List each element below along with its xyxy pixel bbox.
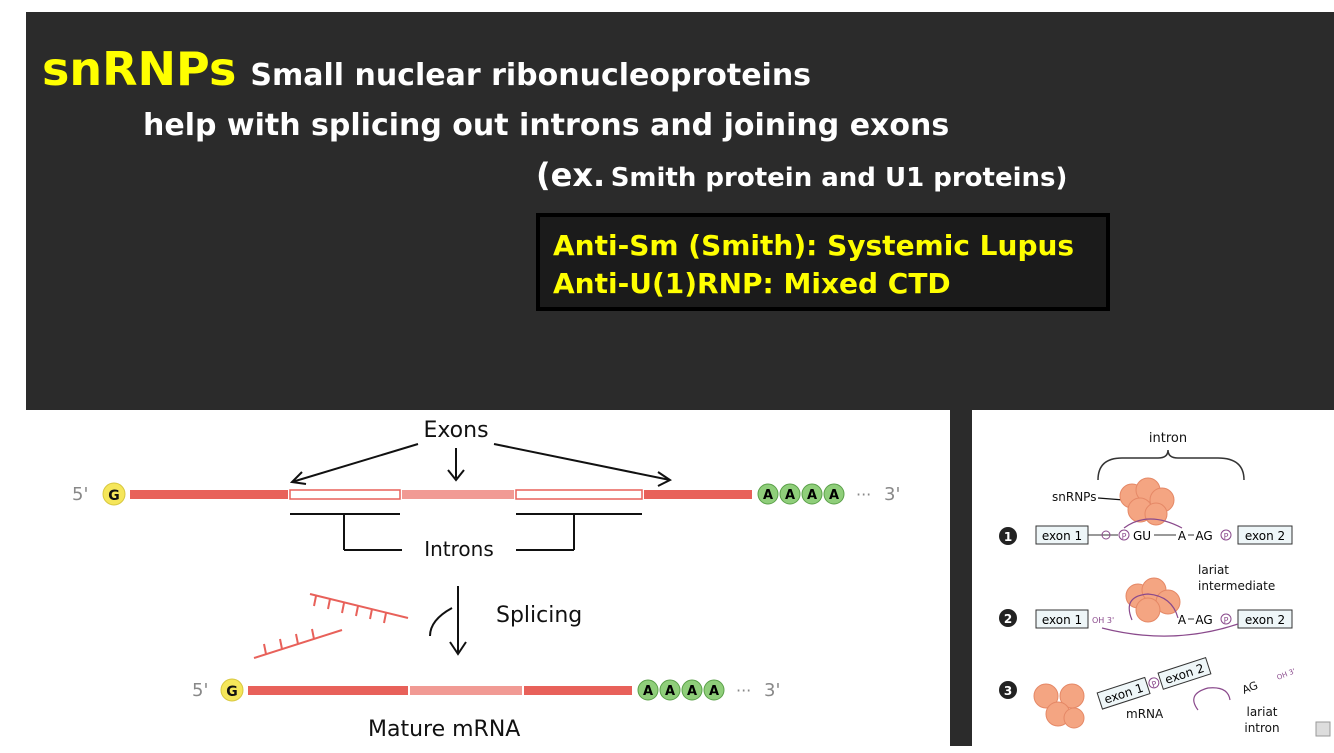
- five-prime-label: 5': [72, 484, 88, 505]
- exon2-box-step2: [1237, 609, 1293, 629]
- line3-rest: Smith protein and U1 proteins): [610, 163, 1068, 193]
- intron-2-bar: [515, 489, 643, 500]
- intron-brace: [1097, 449, 1245, 481]
- expand-icon[interactable]: [1315, 721, 1331, 737]
- step-2-badge: [999, 609, 1017, 627]
- splicing-label: Splicing: [496, 603, 582, 628]
- cap-circle: [102, 482, 126, 506]
- intron-1-bar: [289, 489, 401, 500]
- mature-cap: [220, 678, 244, 702]
- mature-exon-3: [524, 686, 632, 695]
- slide-subtitle: Small nuclear ribonucleoproteins: [250, 58, 812, 93]
- exon-2-bar: [402, 490, 514, 499]
- three-prime-label: 3': [884, 484, 900, 505]
- intron-label: intron: [1149, 431, 1187, 446]
- exon2-box-step1: [1237, 525, 1293, 545]
- svg-text:exon 2: exon 2: [1245, 613, 1285, 627]
- snrnp-cluster-1: [1119, 477, 1175, 526]
- exons-label: Exons: [423, 418, 488, 443]
- title-row: snRNPs Small nuclear ribonucleoproteins: [42, 42, 811, 96]
- splicing-diagram: Exons 5' G A A A A ··· 3' Introns Splici…: [72, 418, 900, 742]
- poly-a-tail: A A A A: [757, 483, 845, 505]
- svg-text:A: A: [829, 488, 839, 503]
- svg-text:···: ···: [736, 681, 751, 700]
- exon-1-bar: [130, 490, 288, 499]
- line3-paren: (ex.: [536, 156, 606, 194]
- callout-line-2: Anti-U(1)RNP: Mixed CTD: [553, 267, 951, 300]
- exon-arrow-right: [493, 443, 671, 481]
- snrnp-cluster-2: [1125, 577, 1181, 623]
- svg-text:P: P: [1224, 532, 1229, 541]
- svg-text:lariat: lariat: [1198, 563, 1229, 577]
- svg-text:AG: AG: [1195, 613, 1212, 627]
- antibody-callout-box: Anti-Sm (Smith): Systemic Lupus Anti-U(1…: [536, 213, 1110, 311]
- mature-five-prime: 5': [192, 680, 208, 701]
- svg-text:A: A: [643, 684, 653, 699]
- svg-text:2: 2: [1004, 612, 1012, 626]
- svg-text:1: 1: [1004, 530, 1012, 544]
- ellipsis-1: ···: [856, 485, 871, 504]
- svg-text:AG: AG: [1195, 529, 1212, 543]
- svg-text:P: P: [1122, 532, 1127, 541]
- svg-text:OH 3': OH 3': [1092, 616, 1114, 625]
- mature-exon-1: [248, 686, 408, 695]
- snrnps-label: snRNPs: [1052, 490, 1096, 504]
- snrnp-cluster-3: [1033, 683, 1085, 729]
- slide-line-3: (ex. Smith protein and U1 proteins): [536, 156, 1067, 194]
- slide-line-2: help with splicing out introns and joini…: [143, 108, 950, 143]
- svg-text:intermediate: intermediate: [1198, 579, 1275, 593]
- svg-text:A: A: [1178, 529, 1187, 543]
- svg-text:G: G: [226, 684, 238, 700]
- svg-text:3: 3: [1004, 684, 1012, 698]
- mrna-label: mRNA: [1126, 707, 1164, 721]
- mature-mrna-label: Mature mRNA: [368, 717, 520, 742]
- svg-text:lariat: lariat: [1246, 705, 1277, 719]
- svg-text:A: A: [763, 488, 773, 503]
- svg-text:GU: GU: [1133, 529, 1151, 543]
- mature-poly-a-tail: A A A A: [637, 679, 725, 701]
- step-3-badge: [999, 681, 1017, 699]
- svg-text:AG: AG: [1240, 679, 1260, 697]
- svg-text:exon 2: exon 2: [1245, 529, 1285, 543]
- svg-text:P: P: [1151, 679, 1159, 689]
- svg-text:A: A: [687, 684, 697, 699]
- svg-text:exon 1: exon 1: [1042, 613, 1082, 627]
- svg-text:A: A: [709, 684, 719, 699]
- introns-label: Introns: [424, 537, 494, 561]
- lariat-intron-loop: [1193, 687, 1231, 711]
- mature-exon-2: [410, 686, 522, 695]
- spliceosome-diagram: intron snRNPs 1 exon 1 P GU A AG P exon …: [999, 431, 1331, 737]
- callout-line-1: Anti-Sm (Smith): Systemic Lupus: [553, 229, 1075, 262]
- mature-three-prime: 3': [764, 680, 780, 701]
- svg-text:A: A: [1178, 613, 1187, 627]
- slide-title: snRNPs: [42, 42, 237, 96]
- svg-text:A: A: [785, 488, 795, 503]
- exon-3-bar: [644, 490, 752, 499]
- cap-label: G: [108, 488, 120, 504]
- svg-text:exon 1: exon 1: [1042, 529, 1082, 543]
- svg-text:intron: intron: [1244, 721, 1279, 735]
- svg-text:A: A: [665, 684, 675, 699]
- splicing-diagram-panel: Exons 5' G A A A A ··· 3' Introns Splici…: [26, 410, 950, 746]
- svg-text:OH 3': OH 3': [1276, 667, 1297, 682]
- spliceosome-diagram-panel: intron snRNPs 1 exon 1 P GU A AG P exon …: [972, 410, 1334, 746]
- svg-text:A: A: [807, 488, 817, 503]
- excised-intron-fragments: [253, 593, 409, 659]
- svg-text:P: P: [1224, 616, 1229, 625]
- exon-arrow-left: [291, 443, 419, 483]
- step-1-badge: [999, 527, 1017, 545]
- exon1-box-step2: [1035, 609, 1089, 629]
